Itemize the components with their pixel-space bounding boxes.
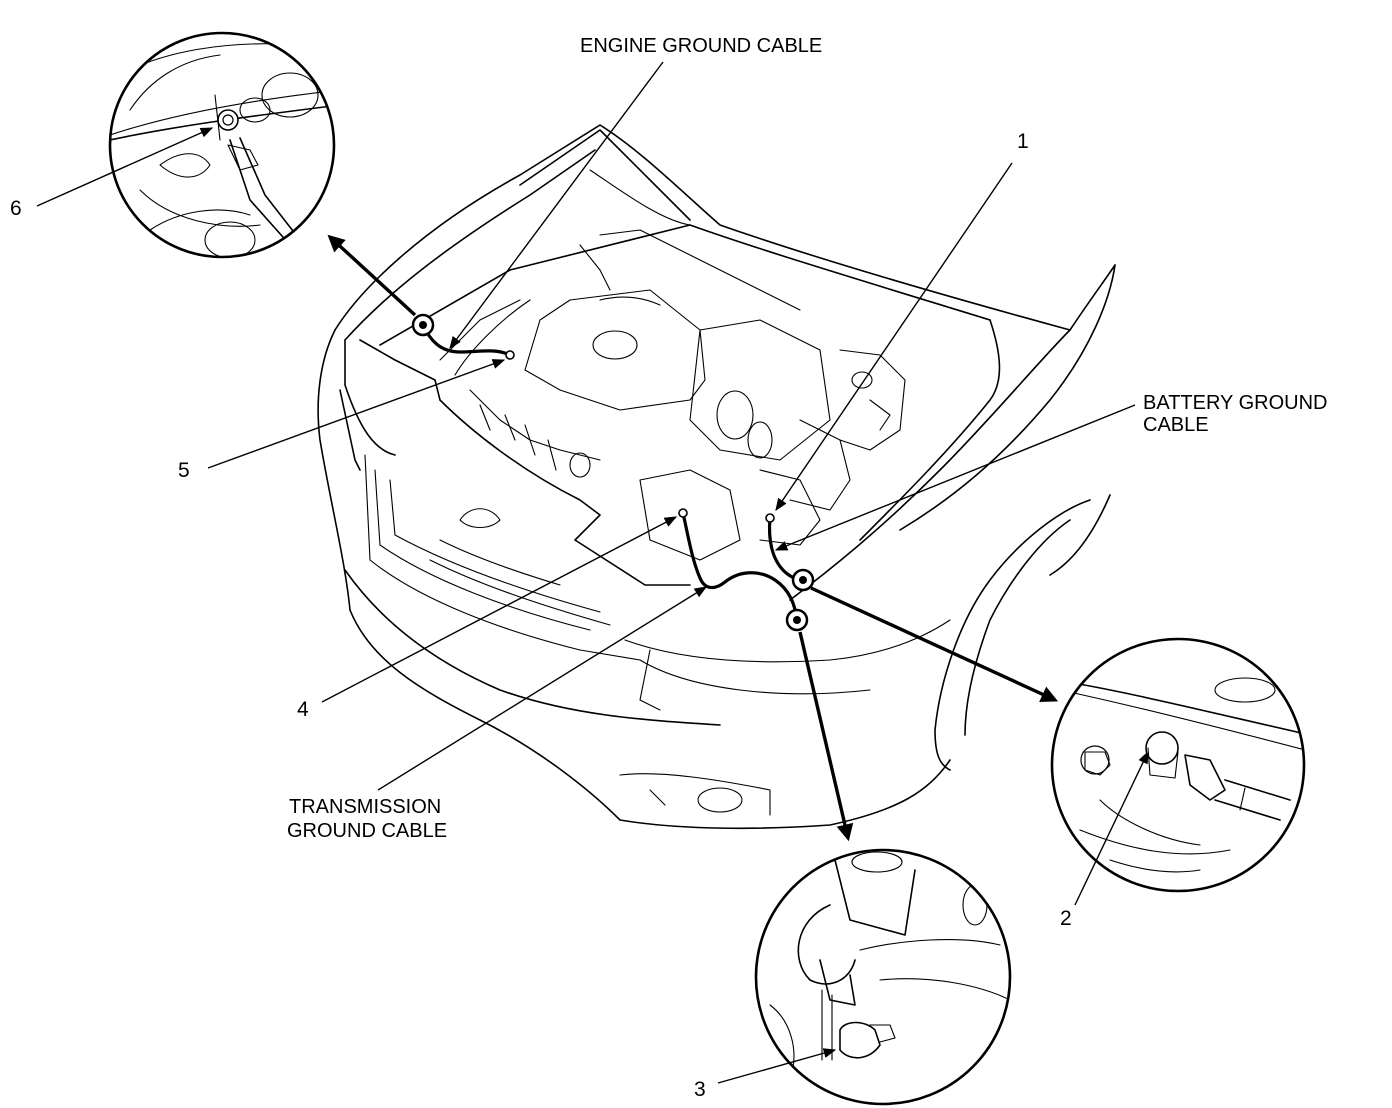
battery-ground-cable-label-line2: CABLE [1143, 414, 1209, 436]
transmission-ground-cable-label-line2: GROUND CABLE [287, 820, 447, 842]
callout-number-2: 2 [1060, 907, 1072, 930]
callout-number-1: 1 [1017, 130, 1029, 153]
arrow-to-detail-2 [810, 586, 1059, 703]
detail-view-6 [108, 31, 336, 259]
transmission-ground-cable-label-line1: TRANSMISSION [289, 796, 441, 818]
callout-leaders [36, 61, 1149, 1084]
battery-ground-cable-label-line1: BATTERY GROUND [1143, 392, 1327, 414]
bolt-5-marker [505, 350, 515, 360]
cable-runs [411, 313, 815, 632]
detail-view-2 [1050, 637, 1306, 893]
bolt-1-marker [765, 513, 775, 523]
detail-arrows [327, 234, 1059, 842]
arrow-to-detail-3 [798, 631, 854, 842]
callout-number-4: 4 [297, 698, 309, 721]
callout-number-6: 6 [10, 197, 22, 220]
arrow-to-detail-6 [327, 234, 417, 317]
callout-number-3: 3 [694, 1078, 706, 1101]
car-body-drawing [317, 124, 1116, 830]
bolt-4-marker [678, 508, 688, 518]
text-labels: ENGINE GROUND CABLE BATTERY GROUND CABLE… [10, 35, 1327, 1101]
engine-ground-cable-label: ENGINE GROUND CABLE [580, 35, 822, 57]
detail-view-3 [754, 848, 1012, 1106]
callout-number-5: 5 [178, 459, 190, 482]
